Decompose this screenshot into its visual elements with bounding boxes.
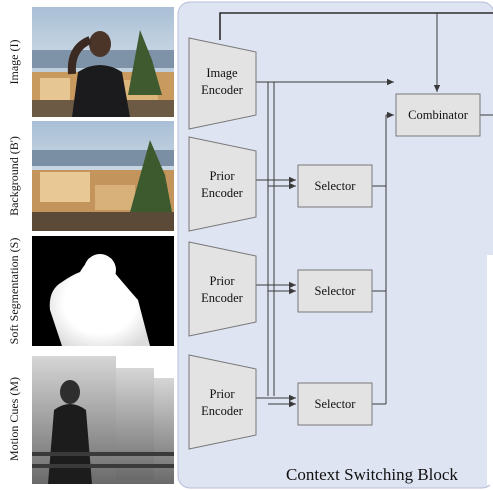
block-title: Context Switching Block (286, 465, 458, 484)
prior-encoder-2-label-line2: Encoder (201, 291, 243, 305)
prior-encoder-2: Prior Encoder (189, 242, 256, 336)
input-label-background: Background (B') (7, 136, 21, 216)
combinator-label: Combinator (408, 108, 469, 122)
image-encoder-label-line2: Encoder (201, 83, 243, 97)
selector-3-label: Selector (315, 397, 357, 411)
block-right-edge (487, 255, 493, 485)
selector-2: Selector (298, 270, 372, 312)
selector-3: Selector (298, 383, 372, 425)
prior-encoder-2-label-line1: Prior (210, 274, 236, 288)
input-label-motion-cues: Motion Cues (M) (7, 377, 21, 461)
input-label-image: Image (I) (7, 40, 21, 85)
image-encoder: Image Encoder (189, 38, 256, 129)
prior-encoder-1-label-line2: Encoder (201, 186, 243, 200)
input-label-soft-segmentation: Soft Segmentation (S) (7, 238, 21, 345)
image-encoder-label-line1: Image (206, 66, 238, 80)
background-thumbnail (32, 121, 174, 231)
motion-cues-thumbnail (32, 352, 174, 484)
soft-segmentation-thumbnail (32, 236, 174, 346)
selector-1-label: Selector (315, 179, 357, 193)
prior-encoder-3: Prior Encoder (189, 355, 256, 449)
selector-1: Selector (298, 165, 372, 207)
prior-encoder-3-label-line1: Prior (210, 387, 236, 401)
image-thumbnail (32, 7, 174, 117)
prior-encoder-3-label-line2: Encoder (201, 404, 243, 418)
prior-encoder-1-label-line1: Prior (210, 169, 236, 183)
selector-2-label: Selector (315, 284, 357, 298)
combinator: Combinator (396, 94, 480, 136)
prior-encoder-1: Prior Encoder (189, 137, 256, 231)
